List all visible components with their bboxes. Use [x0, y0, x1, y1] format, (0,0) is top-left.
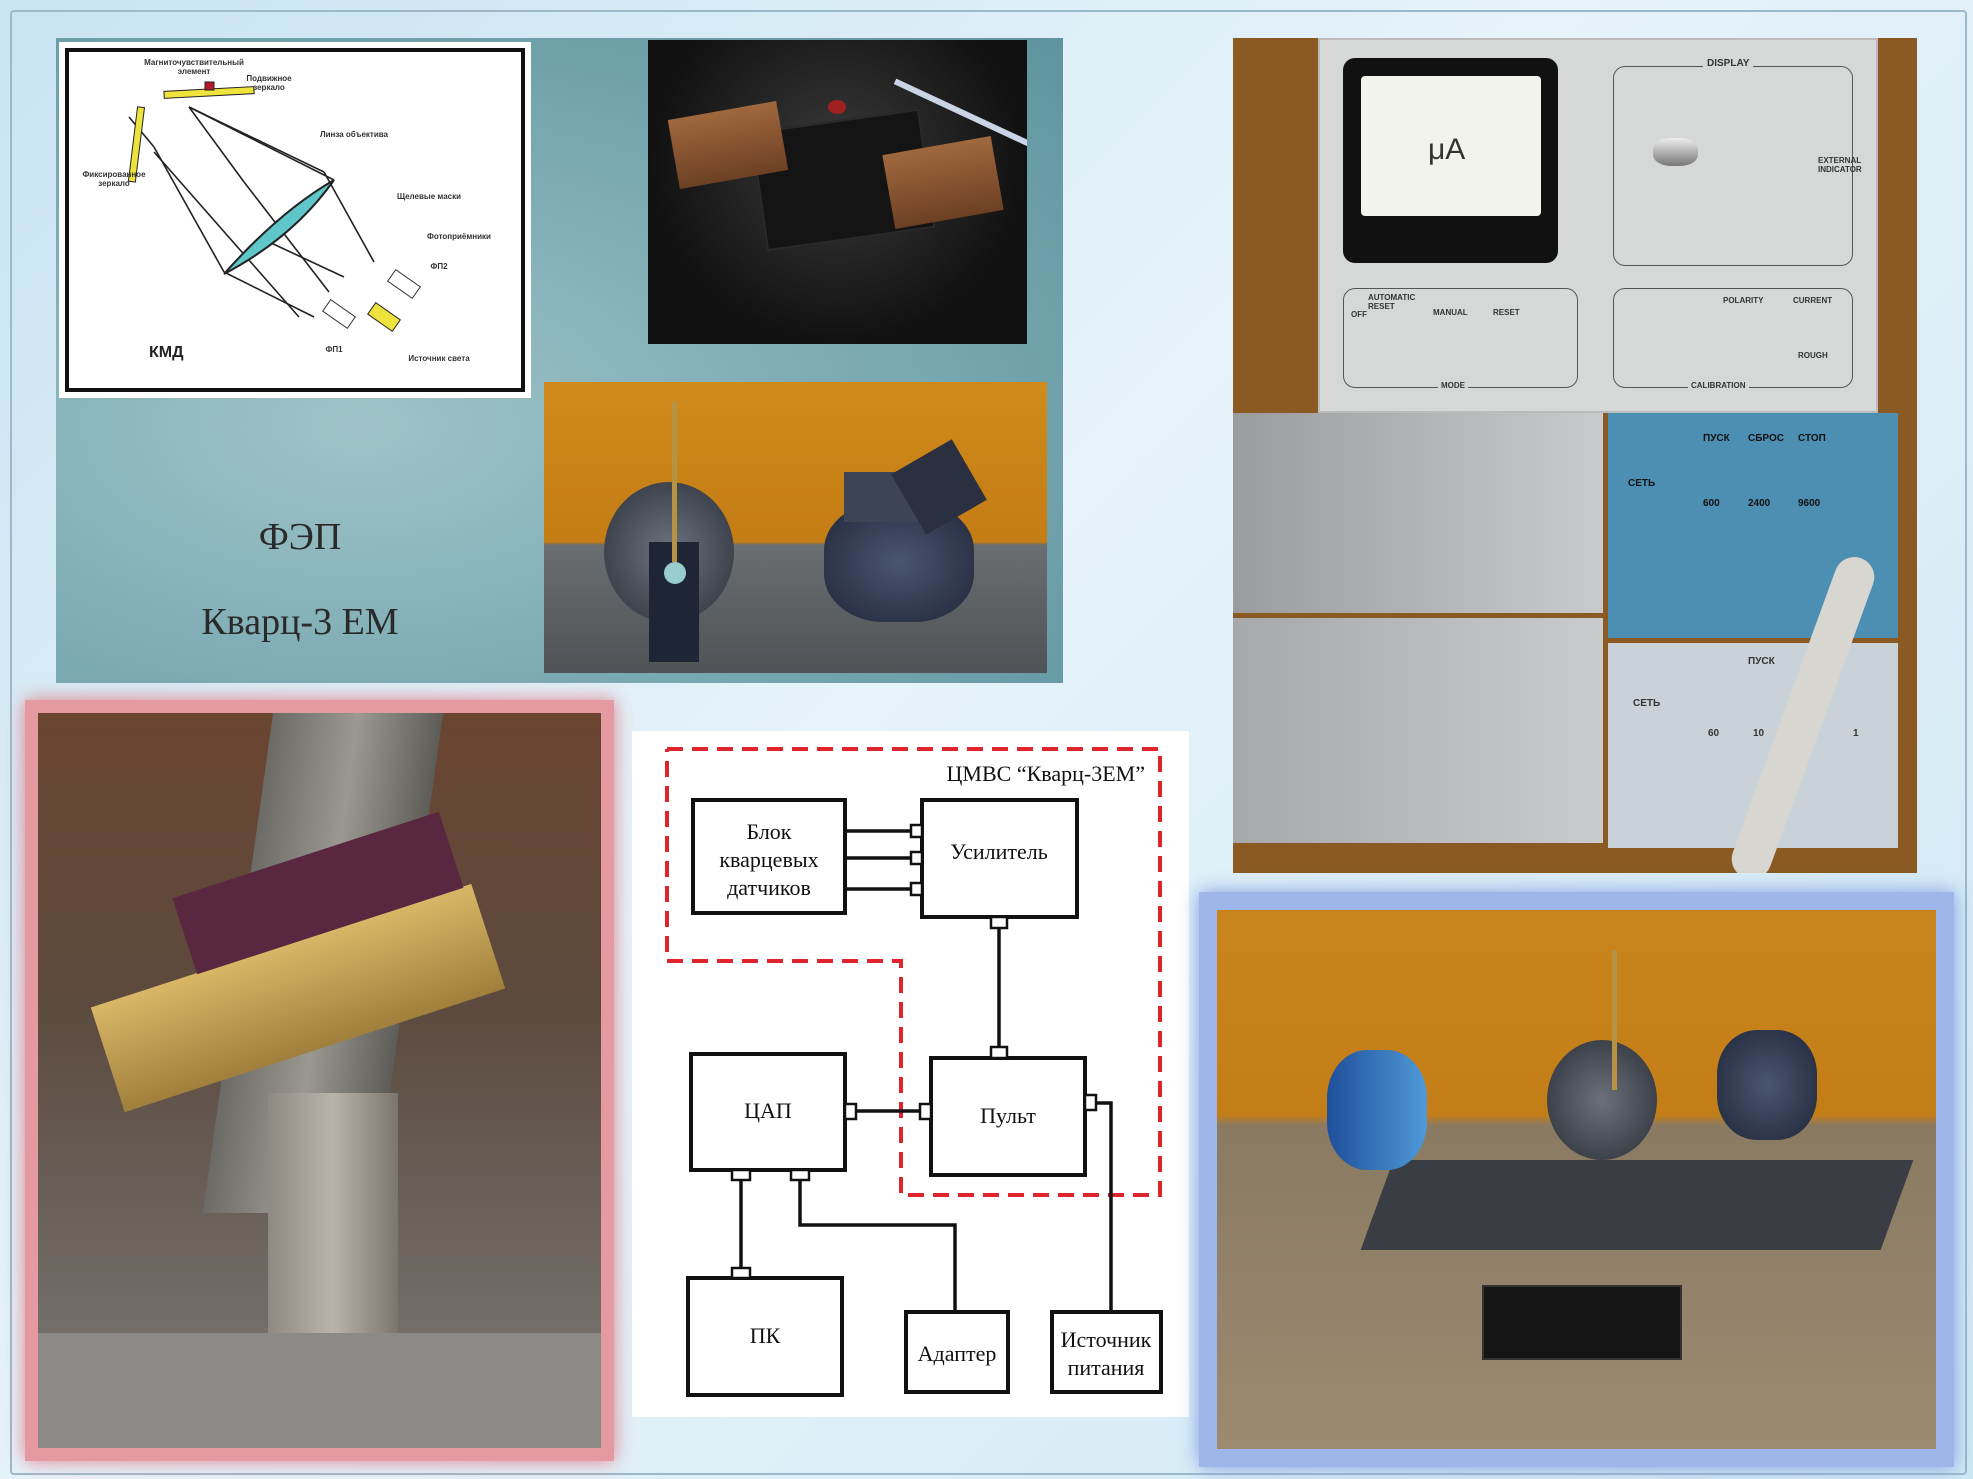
range-1: 1 — [1853, 728, 1859, 739]
kmd-optical-diagram: КМД Магниточувствительный элемент Подвиж… — [59, 42, 531, 398]
sensor-photo — [648, 40, 1027, 344]
equipment-photo: μA DISPLAY EXTERNAL INDICATOR AUTOMATIC … — [1233, 38, 1917, 873]
grey-start-label: ПУСК — [1748, 656, 1775, 667]
blue-start-label: ПУСК — [1703, 433, 1730, 444]
block-power-supply — [1050, 1310, 1163, 1394]
label-magnetic-element: Магниточувствительный элемент — [144, 58, 244, 76]
lab-setup-photo-frame — [1199, 892, 1954, 1467]
mode-label: MODE — [1438, 381, 1468, 390]
system-group-label: ЦМВС “Кварц-3ЕМ” — [947, 761, 1145, 786]
manual-label: MANUAL — [1433, 308, 1468, 317]
slide-frame — [10, 10, 1967, 1475]
dac-label: ЦАП — [744, 1098, 792, 1123]
model-title: Кварц-3 ЕМ — [201, 601, 399, 643]
range-60: 60 — [1708, 728, 1720, 739]
block-pc — [686, 1276, 844, 1397]
label-light-source: Источник света — [408, 354, 470, 363]
label-objective-lens: Линза объектива — [319, 130, 388, 139]
automatic-reset-label: AUTOMATIC RESET — [1368, 293, 1416, 311]
block-adapter — [904, 1310, 1010, 1394]
power-supply-label-line1: Источник — [1061, 1327, 1152, 1352]
polarity-label: POLARITY — [1723, 296, 1764, 305]
sensors-label-line3: датчиков — [727, 875, 811, 900]
kmd-schematic: КМД — [127, 81, 421, 361]
field-installation-photo-frame — [25, 700, 614, 1461]
console-label: Пульт — [980, 1103, 1036, 1128]
system-group-border — [665, 747, 1162, 1197]
label-fixed-mirror: Фиксированное зеркало — [82, 170, 146, 188]
label-fp1: ФП1 — [325, 345, 343, 354]
label-movable-mirror: Подвижное зеркало — [246, 74, 292, 92]
blue-power-label: СЕТЬ — [1628, 478, 1656, 489]
amplifier-label: Усилитель — [950, 839, 1048, 864]
pc-label: ПК — [750, 1323, 781, 1348]
block-diagram: ЦМВС “Кварц-3ЕМ” Блок кварцев — [632, 731, 1189, 1417]
external-indicator-label: EXTERNAL INDICATOR — [1818, 156, 1862, 174]
range-10: 10 — [1753, 728, 1765, 739]
off-label: OFF — [1351, 310, 1367, 319]
adapter-label: Адаптер — [918, 1341, 997, 1366]
label-fp2: ФП2 — [430, 262, 448, 271]
power-supply-label-line2: питания — [1068, 1355, 1145, 1380]
rate-9600: 9600 — [1798, 498, 1821, 509]
sensors-label-line2: кварцевых — [719, 847, 818, 872]
fep-title: ФЭП — [258, 516, 342, 558]
kmd-title: КМД — [149, 344, 184, 361]
sensors-label-line1: Блок — [746, 819, 791, 844]
label-slit-masks: Щелевые маски — [396, 192, 462, 201]
rate-600: 600 — [1703, 498, 1720, 509]
rough-label: ROUGH — [1798, 351, 1828, 360]
current-label: CURRENT — [1793, 296, 1833, 305]
reset-label: RESET — [1493, 308, 1520, 317]
blue-reset-label: СБРОС — [1748, 433, 1784, 444]
meter-unit: μA — [1428, 133, 1466, 166]
display-label: DISPLAY — [1703, 58, 1754, 69]
field-installation-photo — [38, 713, 601, 1448]
calibration-label: CALIBRATION — [1688, 381, 1749, 390]
block-diagram-svg: ЦМВС “Кварц-3ЕМ” Блок кварцев — [665, 747, 1163, 1397]
blue-stop-label: СТОП — [1798, 433, 1826, 444]
magnetometer-bench-photo — [544, 382, 1047, 673]
connectors — [730, 823, 1098, 1280]
connection-lines — [739, 829, 1113, 1312]
label-photodetectors: Фотоприёмники — [427, 232, 491, 241]
rate-2400: 2400 — [1748, 498, 1771, 509]
grey-power-label: СЕТЬ — [1633, 698, 1661, 709]
lab-setup-photo — [1217, 910, 1936, 1449]
